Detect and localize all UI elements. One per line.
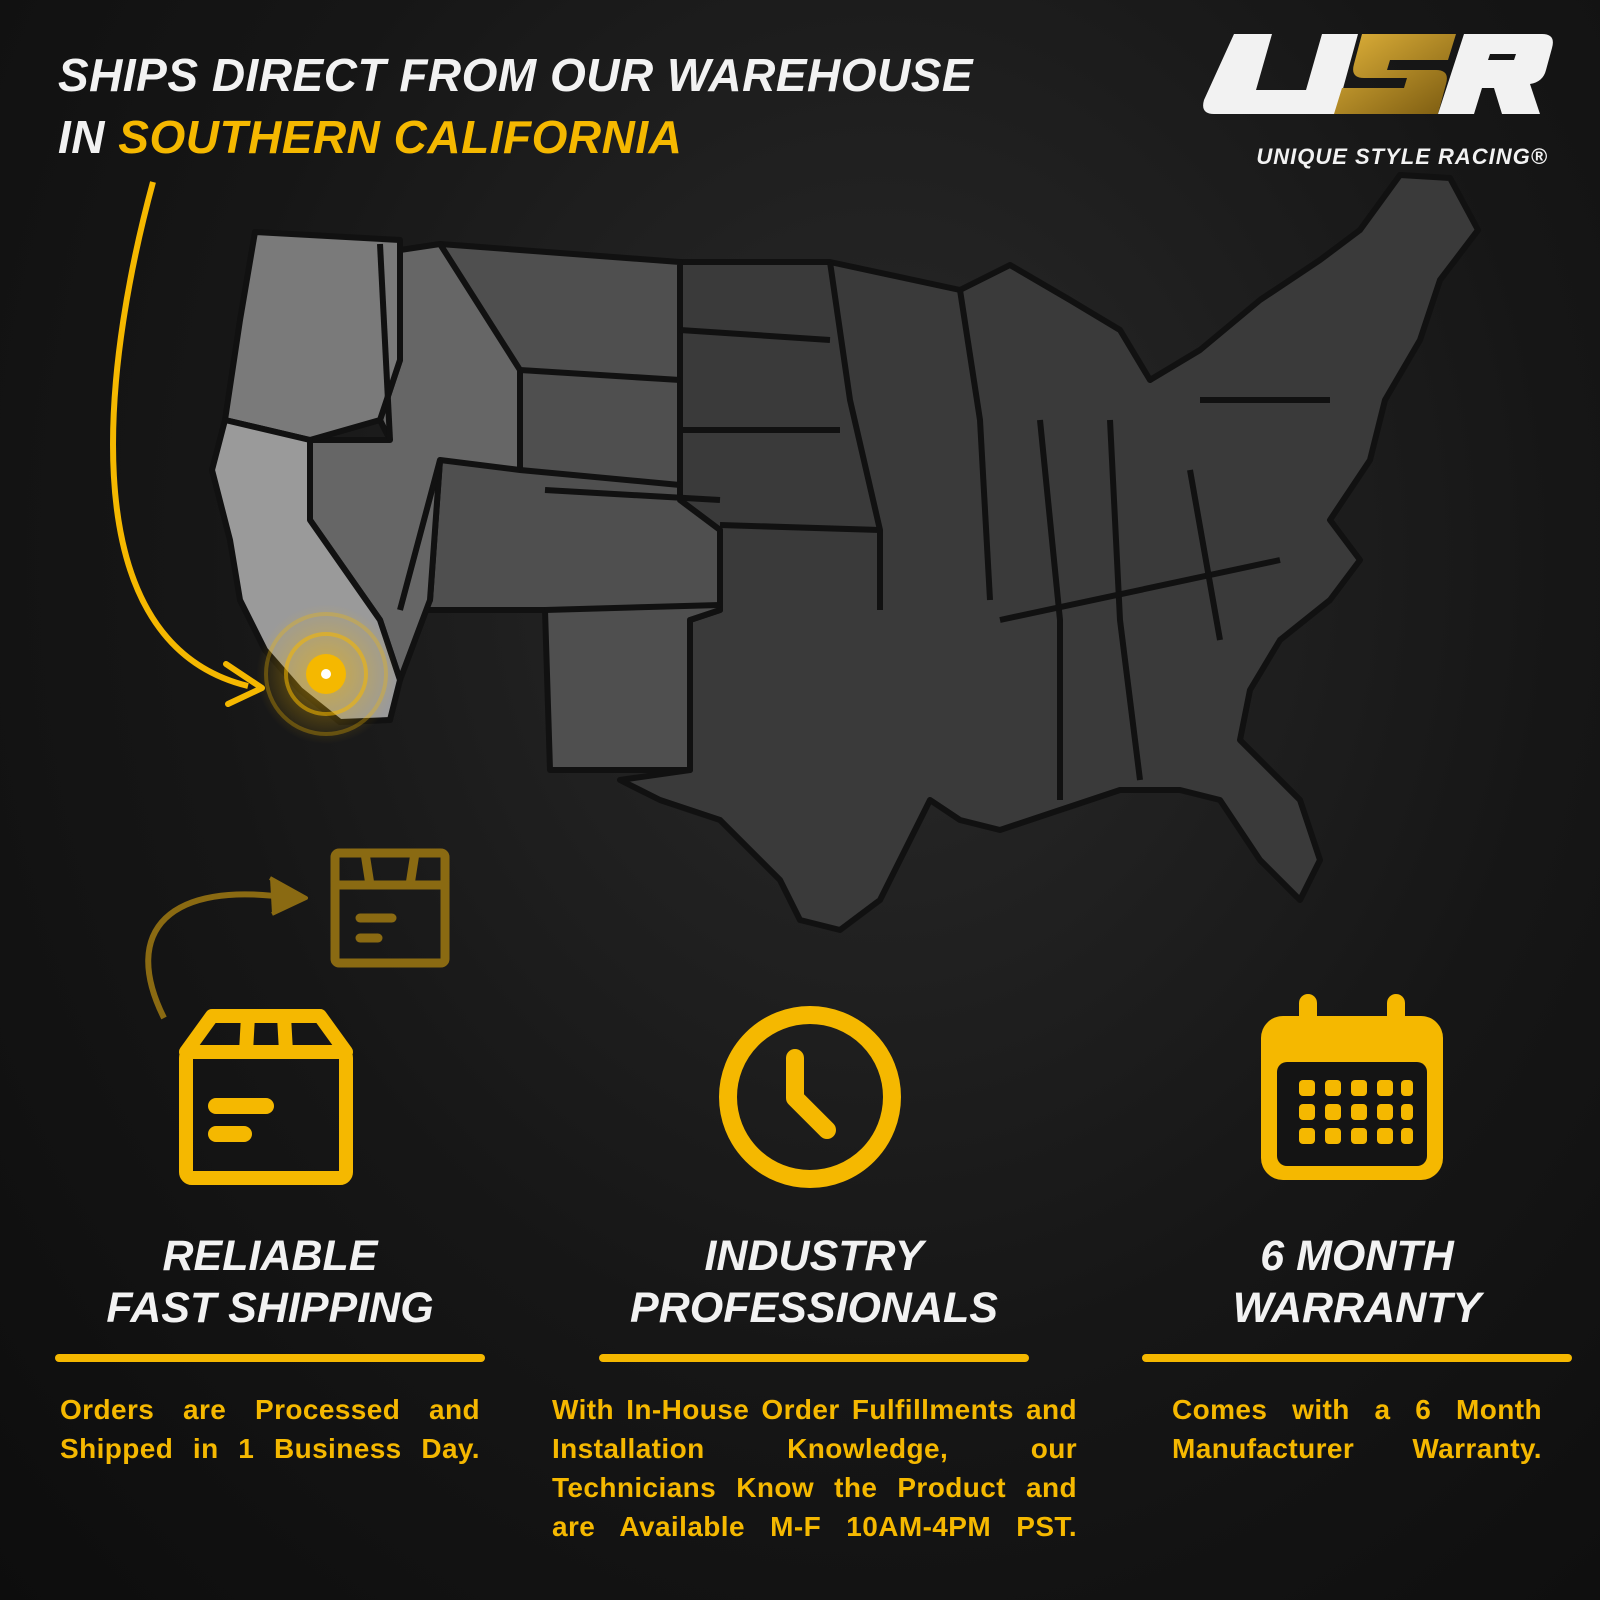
feature-fast-shipping: RELIABLE FAST SHIPPING Orders are Proces… (55, 1230, 485, 1468)
map-pacific-nw-region (222, 229, 403, 443)
headline-line-2: IN SOUTHERN CALIFORNIA (58, 106, 973, 168)
calendar-icon (1261, 994, 1443, 1180)
logo-tagline: UNIQUE STYLE RACING® (1256, 144, 1548, 169)
feature-description: With In-House Order Fulfillments and Ins… (552, 1394, 1077, 1542)
curved-arrow (145, 891, 291, 1020)
feature-description: Orders are Processed and Shipped in 1 Bu… (60, 1394, 480, 1464)
headline-prefix: IN (58, 111, 119, 163)
map-state-borders (377, 243, 1330, 800)
feature-description: Comes with a 6 Month Manufacturer Warran… (1172, 1394, 1542, 1464)
headline: SHIPS DIRECT FROM OUR WAREHOUSE IN SOUTH… (58, 44, 973, 168)
small-box-icon (330, 848, 450, 968)
feature-divider (55, 1354, 485, 1362)
feature-title-line-2: WARRANTY (1232, 1284, 1482, 1332)
feature-industry-professionals: INDUSTRY PROFESSIONALS With In-House Ord… (552, 1230, 1077, 1546)
feature-title: INDUSTRY PROFESSIONALS (599, 1230, 1029, 1334)
feature-title-line-1: RELIABLE (162, 1232, 378, 1280)
feature-title-line-1: 6 MONTH (1260, 1232, 1454, 1280)
headline-line-1: SHIPS DIRECT FROM OUR WAREHOUSE (58, 49, 974, 101)
feature-title-line-1: INDUSTRY (704, 1232, 924, 1280)
map-east-region (617, 172, 1481, 933)
feature-title: RELIABLE FAST SHIPPING (55, 1230, 485, 1334)
pointer-arrow (110, 181, 249, 689)
curved-arrowhead (269, 876, 308, 916)
location-marker-icon (256, 604, 396, 744)
feature-warranty: 6 MONTH WARRANTY Comes with a 6 Month Ma… (1142, 1230, 1572, 1468)
feature-title-line-2: PROFESSIONALS (630, 1284, 998, 1332)
clock-icon (719, 1006, 901, 1188)
feature-title: 6 MONTH WARRANTY (1142, 1230, 1572, 1334)
box-icon (179, 1009, 353, 1185)
feature-divider (599, 1354, 1029, 1362)
feature-divider (1142, 1354, 1572, 1362)
feature-title-line-2: FAST SHIPPING (106, 1284, 434, 1332)
headline-highlight: SOUTHERN CALIFORNIA (118, 111, 683, 163)
usr-logo-mark (1203, 34, 1553, 114)
brand-logo: UNIQUE STYLE RACING® (1192, 30, 1562, 169)
